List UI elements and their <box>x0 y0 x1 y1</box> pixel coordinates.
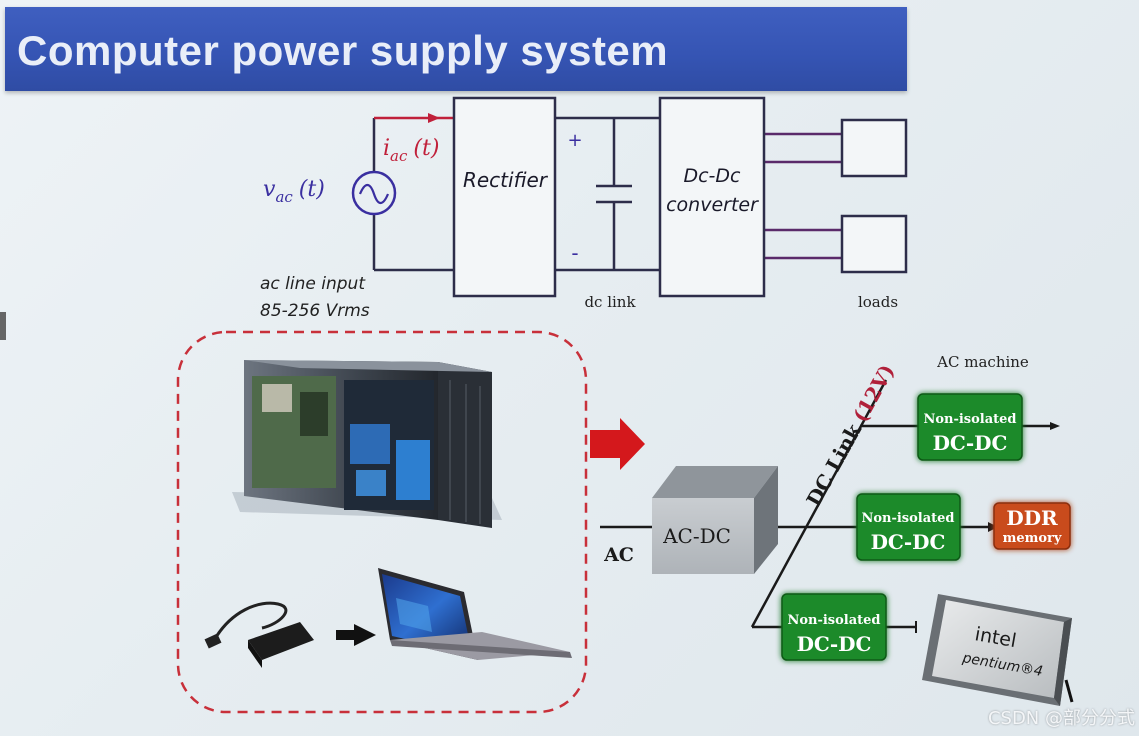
dcdc-2-line1: Non-isolated <box>861 511 954 526</box>
converter-label-line1: Dc-Dc <box>683 165 741 187</box>
watermark: CSDN @部分分式 <box>987 708 1135 729</box>
red-arrow-icon <box>590 418 645 470</box>
side-tab <box>0 312 6 340</box>
ddr-memory-label: memory <box>1003 531 1062 546</box>
voltage-range-label: 85-256 Vrms <box>260 301 370 321</box>
vac-label: vac(t) <box>263 177 325 206</box>
load-box-2 <box>840 214 908 274</box>
page-title: Computer power supply system <box>17 27 669 74</box>
output-arrow-icon <box>1050 422 1060 430</box>
ac-source-icon <box>351 170 397 216</box>
dcdc-1-line2: DC-DC <box>933 431 1008 455</box>
iac-label: iac(t) <box>383 136 439 165</box>
ac-line-input-label: ac line input <box>260 274 366 294</box>
rectifier-label: Rectifier <box>463 168 549 192</box>
ac-dc-cube <box>652 466 778 574</box>
dcdc-box-2 <box>856 493 961 561</box>
plus-sign: + <box>567 130 582 151</box>
black-arrow-icon <box>336 624 376 646</box>
ddr-arrow-icon <box>988 522 998 532</box>
ac-input-label: AC <box>603 544 634 566</box>
converter-label-line2: converter <box>666 194 759 216</box>
minus-sign: - <box>571 241 578 265</box>
load-box-1 <box>840 118 908 178</box>
dcdc-3-line2: DC-DC <box>797 632 872 656</box>
dc-link-rotated-label: DC Link(12V) <box>801 360 899 510</box>
dc-link-label: dc link <box>584 293 636 311</box>
rectifier-block <box>452 96 557 298</box>
sine-wave-icon <box>358 183 390 205</box>
ac-dc-label: AC-DC <box>662 524 731 548</box>
dcdc-1-line1: Non-isolated <box>923 412 1016 427</box>
ac-machine-label: AC machine <box>936 353 1029 371</box>
system-wiring <box>600 379 1052 629</box>
laptop-image <box>378 568 572 660</box>
server-image <box>232 360 502 528</box>
dcdc-3-line1: Non-isolated <box>787 613 880 628</box>
ddr-label: DDR <box>1006 506 1058 530</box>
dcdc-2-line2: DC-DC <box>871 530 946 554</box>
loads-label: loads <box>858 293 898 311</box>
current-arrow-icon <box>428 113 440 123</box>
power-adapter-image <box>204 601 314 668</box>
dcdc-box-3 <box>781 593 887 661</box>
devices-dashed-frame <box>176 330 588 714</box>
ac-circuit <box>372 116 842 272</box>
cpu-chip-image <box>922 594 1074 706</box>
dcdc-converter-block <box>658 96 766 298</box>
dcdc-box-1 <box>917 393 1023 461</box>
ddr-memory-box <box>993 502 1071 550</box>
title-banner: Computer power supply system <box>5 7 907 91</box>
